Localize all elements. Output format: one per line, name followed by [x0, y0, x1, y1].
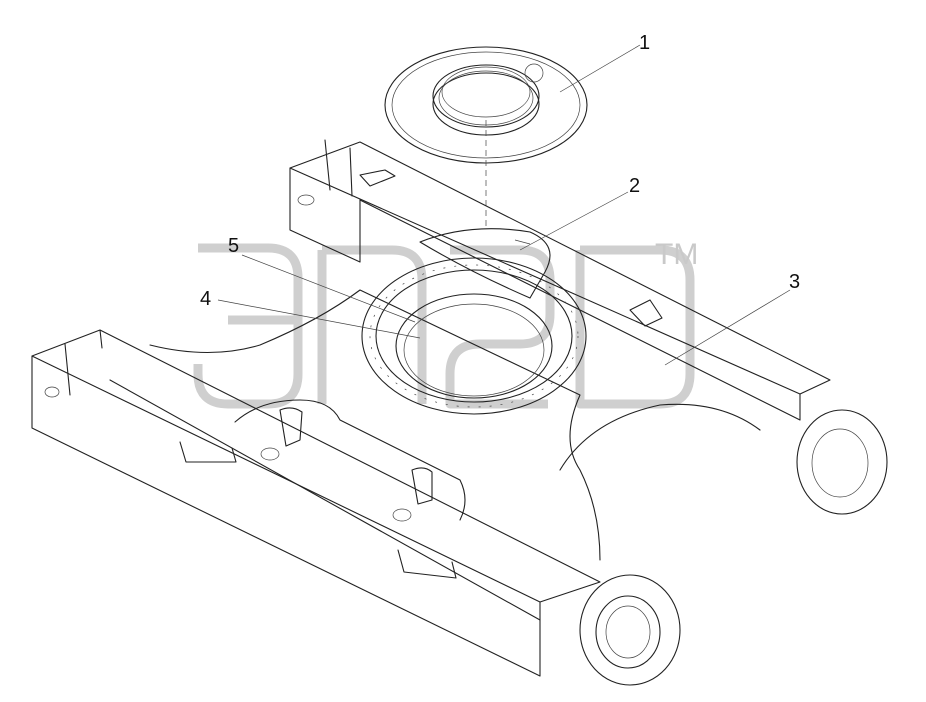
leader-lines	[217, 44, 791, 366]
part-3-track-frame	[31, 139, 888, 686]
callout-2: 2	[629, 175, 640, 197]
part-4-5-swing-ring	[361, 257, 587, 415]
callout-5: 5	[228, 235, 239, 257]
callout-labels: 1 2 3 4 5	[200, 32, 800, 310]
watermark-tm: TM	[655, 238, 698, 271]
callout-3: 3	[789, 271, 800, 293]
part-2-center-plate	[419, 228, 551, 299]
callout-4: 4	[200, 288, 211, 310]
part-1-bearing-plate	[384, 46, 588, 230]
watermark-logo: TM	[193, 238, 698, 409]
callout-1: 1	[639, 32, 650, 54]
